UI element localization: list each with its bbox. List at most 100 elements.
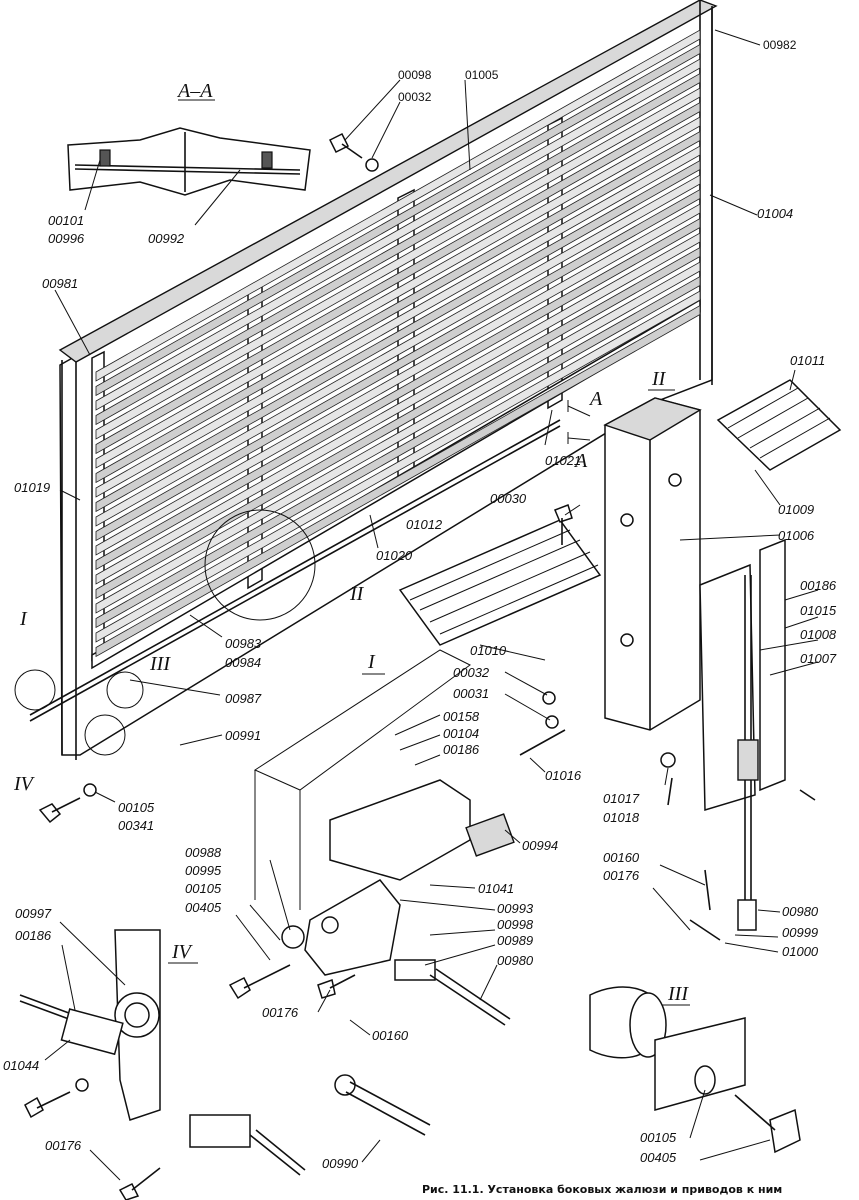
label-00987: 00987	[225, 691, 262, 706]
section-iii-mark: III	[149, 653, 171, 675]
bracket-01006	[603, 397, 702, 731]
label-00098: 00098	[398, 68, 432, 82]
louver-blade	[95, 101, 701, 455]
label-00993: 00993	[497, 901, 534, 916]
label-01011: 01011	[790, 353, 825, 368]
pin-00990	[334, 1074, 431, 1136]
louver-blade	[95, 145, 701, 498]
louver-blade	[95, 304, 701, 658]
label-00982: 00982	[763, 38, 797, 52]
label-00991: 00991	[225, 728, 261, 743]
section-marks: A–A A A I II III IV I II III IV	[13, 80, 690, 1006]
detail-i-title: I	[367, 651, 376, 673]
label-01006: 01006	[778, 528, 815, 543]
label-01041: 01041	[478, 881, 514, 896]
label-00994: 00994	[522, 838, 558, 853]
section-iv-mark: IV	[13, 773, 36, 795]
label-00186-left: 00186	[15, 928, 52, 943]
label-01017: 01017	[603, 791, 640, 806]
louver-blade	[95, 275, 701, 629]
label-01004: 01004	[757, 206, 793, 221]
label-01000: 01000	[782, 944, 819, 959]
label-00176-left: 00176	[45, 1138, 82, 1153]
label-01020: 01020	[376, 548, 413, 563]
rib-plate-01012	[398, 519, 602, 646]
label-01015: 01015	[800, 603, 837, 618]
label-00032-mid: 00032	[453, 665, 490, 680]
detail-section-iv	[19, 929, 306, 1176]
louver-blade	[95, 246, 701, 600]
detail-iv-title: IV	[171, 941, 194, 963]
label-00999: 00999	[782, 925, 818, 940]
louver-blade	[95, 174, 701, 527]
label-00997: 00997	[15, 906, 52, 921]
label-00105-mid: 00105	[185, 881, 222, 896]
label-00105-left: 00105	[118, 800, 155, 815]
label-00995: 00995	[185, 863, 222, 878]
label-00405-bottom: 00405	[640, 1150, 677, 1165]
louver-blade	[95, 159, 701, 513]
label-00341: 00341	[118, 818, 154, 833]
drive-screw-unit	[699, 538, 786, 931]
label-00996: 00996	[48, 231, 85, 246]
louver-blade	[95, 232, 701, 585]
louver-blades	[95, 29, 701, 658]
label-00980-right: 00980	[782, 904, 819, 919]
louver-blade	[95, 188, 701, 542]
louver-blade	[95, 58, 701, 411]
louver-blade	[95, 87, 701, 440]
label-00101: 00101	[48, 213, 84, 228]
section-a-mark-1: A	[588, 388, 603, 410]
fasteners	[24, 132, 816, 1200]
section-i-mark: I	[19, 608, 28, 630]
rib-plate-01011	[716, 379, 842, 471]
label-00405-mid: 00405	[185, 900, 222, 915]
label-00030: 00030	[490, 491, 527, 506]
louver-blade	[95, 43, 701, 397]
detail-section-iii	[589, 986, 801, 1154]
label-00998: 00998	[497, 917, 534, 932]
louver-blade	[95, 290, 701, 643]
label-01016: 01016	[545, 768, 582, 783]
louver-blade	[95, 130, 701, 484]
label-00186-mid: 00186	[443, 742, 480, 757]
part-number-labels: 00982 00098 00032 01005 01004 00101 0099…	[3, 38, 837, 1171]
label-00176-mid: 00176	[262, 1005, 299, 1020]
label-00186-top: 00186	[800, 578, 837, 593]
figure-caption: Рис. 11.1. Установка боковых жалюзи и пр…	[422, 1183, 782, 1196]
section-a-mark-2: A	[573, 450, 588, 472]
louver-blade	[95, 203, 701, 556]
section-ii-mark: II	[349, 583, 365, 605]
louver-blade	[95, 261, 701, 614]
section-a-a-detail	[67, 99, 311, 196]
label-01019: 01019	[14, 480, 50, 495]
label-00992: 00992	[148, 231, 185, 246]
label-00983: 00983	[225, 636, 262, 651]
section-aa-title: A–A	[176, 80, 213, 102]
louver-blade	[95, 217, 701, 571]
label-01044: 01044	[3, 1058, 39, 1073]
label-01012: 01012	[406, 517, 443, 532]
label-00980-mid: 00980	[497, 953, 534, 968]
label-00158: 00158	[443, 709, 480, 724]
detail-section-i	[253, 649, 515, 1026]
leader-lines	[44, 29, 819, 1181]
detail-ii-title: II	[651, 368, 667, 390]
label-00104: 00104	[443, 726, 479, 741]
detail-iii-title: III	[667, 983, 689, 1005]
label-01009: 01009	[778, 502, 814, 517]
louver-blade	[95, 116, 701, 469]
louver-blade	[95, 72, 701, 426]
label-00160-right: 00160	[603, 850, 640, 865]
label-01008: 01008	[800, 627, 837, 642]
label-00990: 00990	[322, 1156, 359, 1171]
label-00032-top: 00032	[398, 90, 432, 104]
label-00176-right: 00176	[603, 868, 640, 883]
label-01007: 01007	[800, 651, 837, 666]
label-00984: 00984	[225, 655, 261, 670]
label-00988: 00988	[185, 845, 222, 860]
label-00105-bottom: 00105	[640, 1130, 677, 1145]
label-01005: 01005	[465, 68, 499, 82]
label-00989: 00989	[497, 933, 533, 948]
